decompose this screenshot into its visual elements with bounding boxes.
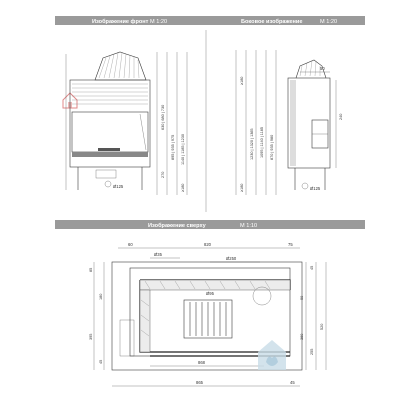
front-title: Изображение фронт: [92, 18, 149, 25]
top-left-dim-1: 85: [89, 268, 93, 272]
top-bottom-dim-3: 45: [290, 380, 295, 385]
side-dim-5: ≥180: [240, 184, 244, 192]
top-scale: M 1:10: [240, 223, 257, 229]
watermark-house-icon: [258, 340, 286, 370]
header-bar-top: [55, 16, 365, 25]
top-right-dim-1: 45: [310, 266, 314, 270]
front-door-frame: [72, 152, 148, 157]
front-hood-hatch: [98, 52, 140, 79]
side-body: [287, 77, 331, 169]
top-right-dim-2: 90: [300, 296, 304, 300]
top-floor-outline: [111, 261, 303, 371]
side-scale: M 1:20: [320, 19, 337, 25]
top-inner-dim: Ø95: [206, 291, 215, 296]
top-title: Изображение сверху: [148, 222, 207, 229]
top-side-wall: [139, 289, 151, 353]
top-grate: [183, 299, 233, 339]
front-door-glass: [71, 111, 149, 153]
top-back-wall: [139, 279, 291, 291]
top-flue-circle: [252, 286, 272, 306]
side-right-dim: 240: [339, 114, 343, 120]
top-left-dim-3: 395: [89, 334, 93, 340]
front-hood: [94, 51, 147, 81]
side-pipe-circle: [301, 182, 309, 190]
front-pipe-label: Ø125: [113, 184, 124, 189]
front-dim-5: ≥180: [181, 184, 185, 192]
front-pipe-circle: [104, 180, 112, 188]
top-sub-dim-2: Ø250: [226, 256, 237, 261]
side-dim-3: 1095 | 1140 | 1185: [260, 127, 264, 158]
top-bottom-dim-1: 868: [198, 360, 206, 365]
top-left-block: [119, 319, 135, 357]
top-left-dim-2: 180: [99, 294, 103, 300]
top-right-dim-5: 255: [310, 349, 314, 355]
front-dim-4: 270: [161, 172, 165, 178]
top-bottom-dim-2: 865: [196, 380, 204, 385]
front-panel-hatch: [72, 83, 148, 105]
top-dim-main: 820: [204, 242, 212, 247]
top-right-dim-3: 360: [300, 334, 304, 340]
front-dim-3: 1140 | 1185 | 1230: [181, 134, 185, 165]
top-walls: [139, 279, 291, 353]
header-bar-bottom: [55, 220, 365, 229]
front-handle: [98, 148, 120, 151]
side-pipe-label: Ø125: [310, 186, 321, 191]
front-dim-2: 895 | 935 | 975: [171, 135, 175, 160]
top-dim-left: 60: [128, 242, 133, 247]
top-right-dim-4: 520: [320, 324, 324, 330]
side-title: Боковое изображение: [241, 18, 302, 25]
side-dim-2: 1230 | 1320 | 1365: [250, 128, 254, 160]
top-left-dim-4: 45: [99, 360, 103, 364]
side-hood: [295, 59, 327, 79]
front-scale: M 1:20: [150, 19, 167, 25]
side-insulation: [290, 80, 296, 166]
top-dim-right: 75: [288, 242, 293, 247]
top-sub-dim-1: Ø35: [154, 252, 163, 257]
front-view: Ø125 630 | 680 | 730 895 | 935 | 975 114…: [62, 51, 188, 195]
front-dim-1: 630 | 680 | 730: [161, 105, 165, 130]
top-view: 60 820 75 Ø35 Ø250 Ø95: [89, 242, 327, 387]
side-dim-4: 870 | 935 | 980: [270, 135, 274, 160]
side-dim-1: ≥180: [240, 77, 244, 85]
side-view: ≥180 1230 | 1320 | 1365 1095 | 1140 | 11…: [235, 50, 343, 195]
